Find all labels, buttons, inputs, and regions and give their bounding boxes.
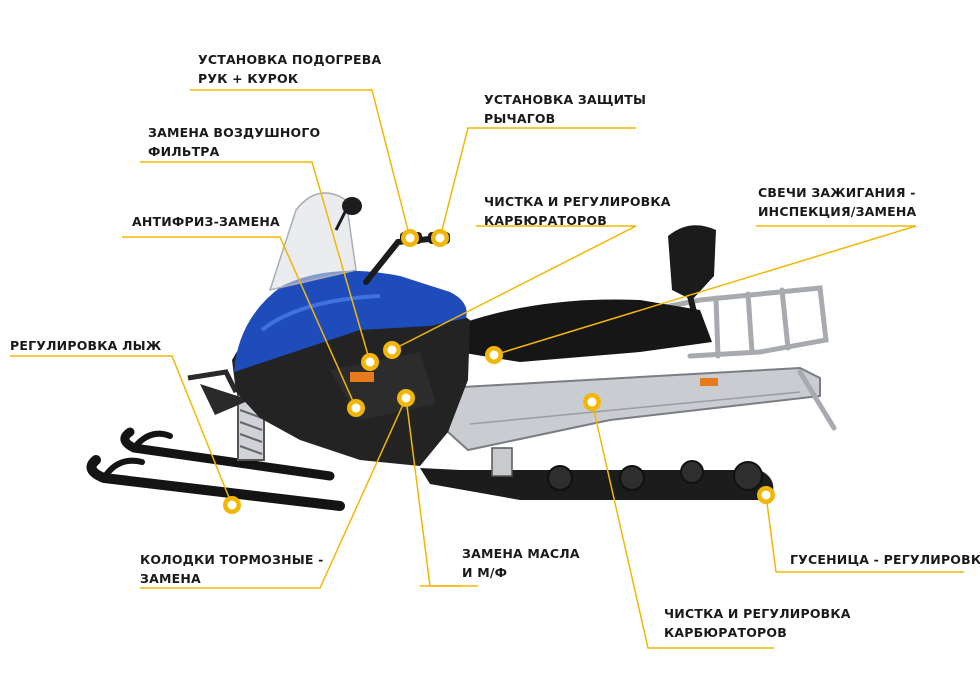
label-grip-heater: УСТАНОВКА ПОДОГРЕВА РУК + КУРОК — [198, 50, 381, 88]
tunnel — [443, 366, 821, 452]
label-ski-adjust-line1: РЕГУЛИРОВКА ЛЫЖ — [10, 338, 162, 353]
label-carb-bottom: ЧИСТКА И РЕГУЛИРОВКА КАРБЮРАТОРОВ — [664, 604, 851, 642]
marker-air-filter — [361, 353, 379, 371]
marker-lever-guards — [431, 229, 449, 247]
label-track-adjust-line1: ГУСЕНИЦА - РЕГУЛИРОВКА — [790, 552, 980, 567]
label-spark-plugs-line2: ИНСПЕКЦИЯ/ЗАМЕНА — [758, 204, 917, 219]
label-carb-top: ЧИСТКА И РЕГУЛИРОВКА КАРБЮРАТОРОВ — [484, 192, 671, 230]
hood — [234, 270, 467, 372]
label-carb-top-line1: ЧИСТКА И РЕГУЛИРОВКА — [484, 194, 671, 209]
label-brake-pads-line1: КОЛОДКИ ТОРМОЗНЫЕ - — [140, 552, 324, 567]
label-track-adjust: ГУСЕНИЦА - РЕГУЛИРОВКА — [790, 550, 980, 569]
label-lever-guards: УСТАНОВКА ЗАЩИТЫ РЫЧАГОВ — [484, 90, 646, 128]
marker-ski-adjust — [223, 496, 241, 514]
label-carb-top-line2: КАРБЮРАТОРОВ — [484, 213, 607, 228]
backrest — [668, 225, 716, 300]
label-oil-change: ЗАМЕНА МАСЛА И М/Ф — [462, 544, 580, 582]
marker-carb-bottom — [583, 393, 601, 411]
marker-antifreeze — [347, 399, 365, 417]
leader-lines — [10, 89, 964, 649]
label-brake-pads-line2: ЗАМЕНА — [140, 571, 201, 586]
marker-grip-heater — [401, 229, 419, 247]
label-antifreeze: АНТИФРИЗ-ЗАМЕНА — [132, 212, 280, 231]
marker-oil-change — [397, 389, 415, 407]
label-air-filter-line2: ФИЛЬТРА — [148, 144, 220, 159]
label-carb-bottom-line1: ЧИСТКА И РЕГУЛИРОВКА — [664, 606, 851, 621]
label-carb-bottom-line2: КАРБЮРАТОРОВ — [664, 625, 787, 640]
label-lever-guards-line1: УСТАНОВКА ЗАЩИТЫ — [484, 92, 647, 107]
label-air-filter: ЗАМЕНА ВОЗДУШНОГО ФИЛЬТРА — [148, 123, 320, 161]
marker-track-adjust — [757, 486, 775, 504]
hotspot-markers — [223, 229, 775, 514]
marker-carb-top — [383, 341, 401, 359]
label-lever-guards-line2: РЫЧАГОВ — [484, 111, 556, 126]
label-ski-adjust: РЕГУЛИРОВКА ЛЫЖ — [10, 336, 161, 355]
label-spark-plugs: СВЕЧИ ЗАЖИГАНИЯ - ИНСПЕКЦИЯ/ЗАМЕНА — [758, 183, 916, 221]
label-oil-change-line1: ЗАМЕНА МАСЛА — [462, 546, 580, 561]
label-antifreeze-line1: АНТИФРИЗ-ЗАМЕНА — [132, 214, 280, 229]
label-grip-heater-line2: РУК + КУРОК — [198, 71, 299, 86]
label-spark-plugs-line1: СВЕЧИ ЗАЖИГАНИЯ - — [758, 185, 916, 200]
label-brake-pads: КОЛОДКИ ТОРМОЗНЫЕ - ЗАМЕНА — [140, 550, 324, 588]
track — [420, 447, 774, 500]
skis — [86, 427, 345, 511]
label-oil-change-line2: И М/Ф — [462, 565, 508, 580]
label-grip-heater-line1: УСТАНОВКА ПОДОГРЕВА — [198, 52, 382, 67]
handlebar — [363, 235, 443, 285]
marker-spark-plugs — [485, 346, 503, 364]
label-air-filter-line1: ЗАМЕНА ВОЗДУШНОГО — [148, 125, 321, 140]
